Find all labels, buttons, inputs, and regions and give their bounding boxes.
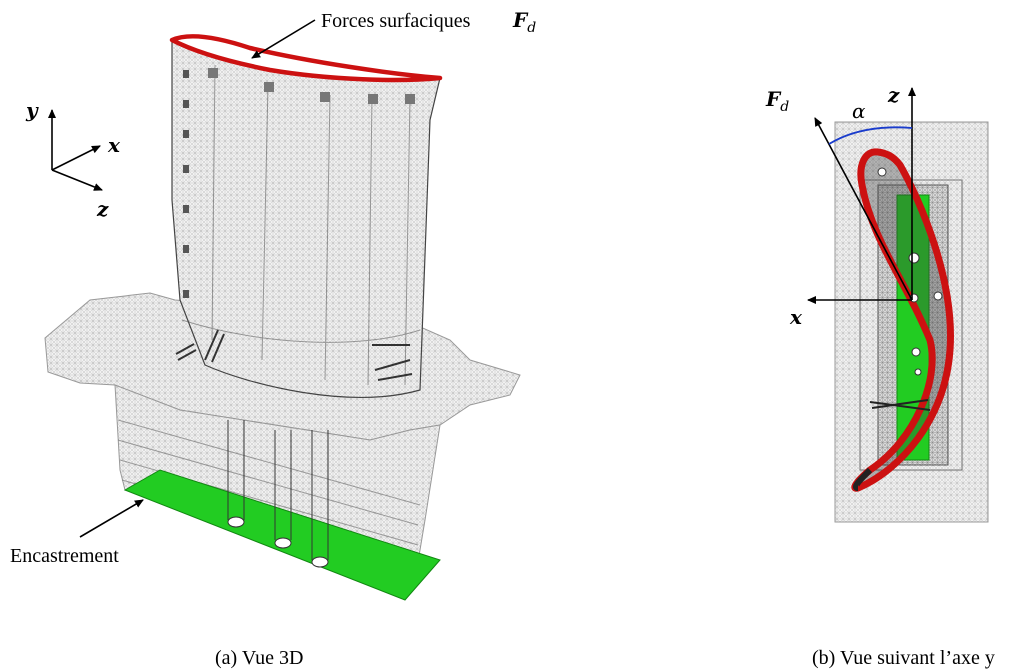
root-groove-lines	[117, 419, 421, 566]
axis-z-label-b: z	[887, 83, 900, 107]
tip-slots	[208, 68, 415, 104]
forces-symbol: Fd	[512, 8, 536, 36]
airfoil-internal-ribs	[181, 64, 421, 386]
channel-hole-1	[227, 516, 245, 528]
clamped-surface	[123, 469, 441, 601]
leading-edge-holes	[183, 70, 189, 298]
angle-arc-b	[828, 126, 913, 145]
forces-arrow	[251, 19, 316, 59]
root-cooling-channels	[227, 420, 329, 560]
axis-x-label-b: x	[789, 305, 803, 329]
axis-x-label: x	[107, 133, 121, 157]
struts-b	[869, 399, 931, 411]
channel-hole-2	[274, 537, 292, 549]
force-symbol-b: Fd	[765, 87, 789, 115]
axis-y-label: y	[25, 98, 39, 122]
axis-z-label: z	[96, 197, 109, 221]
clamp-label: Encastrement	[10, 545, 119, 567]
panel-b-axis-view: z x Fd α (b) Vue suivant l’axe y	[765, 83, 995, 669]
angle-label-b: α	[852, 99, 866, 123]
clamp-arrow	[79, 499, 144, 538]
forces-label: Forces surfaciques	[321, 10, 471, 32]
channel-hole-3	[311, 556, 329, 568]
axis-triad: y x z	[25, 98, 121, 221]
loaded-surface-tip	[169, 34, 443, 83]
caption-a: (a) Vue 3D	[215, 647, 303, 669]
airfoil-trailing-b	[852, 467, 873, 491]
root-struts	[175, 329, 413, 381]
panel-a-3d-view: Forces surfaciques Fd Encastrement y x z…	[10, 8, 536, 669]
caption-b: (b) Vue suivant l’axe y	[812, 647, 995, 669]
force-arrow-b	[814, 117, 913, 301]
